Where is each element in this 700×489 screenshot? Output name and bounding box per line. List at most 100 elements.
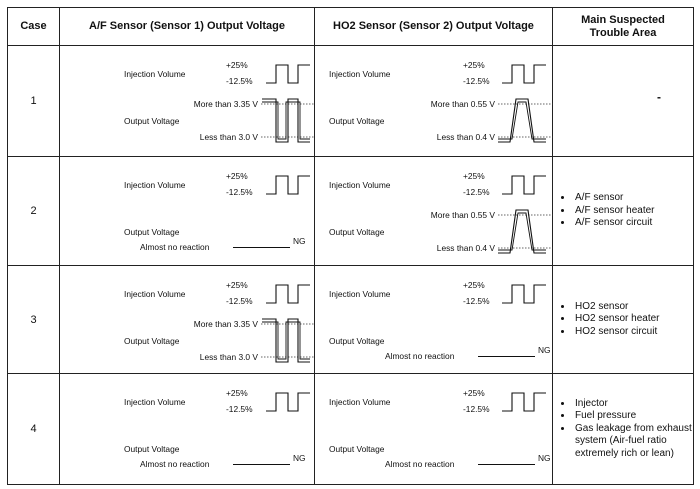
output-voltage-label: Output Voltage (329, 444, 385, 454)
almost-no-reaction-label: Almost no reaction (385, 459, 455, 469)
injection-volume-waveform (266, 64, 310, 84)
ho2-cell: Injection Volume +25% -12.5% Output Voltage… (314, 265, 553, 374)
output-voltage-label: Output Voltage (124, 227, 180, 237)
injection-volume-label: Injection Volume (124, 289, 186, 299)
header-row: Case A/F Sensor (Sensor 1) Output Voltag… (7, 7, 694, 46)
af-cell: Injection Volume+25%-12.5%Output Voltage… (59, 45, 315, 157)
injection-volume-waveform (502, 284, 546, 304)
output-voltage-waveform (262, 101, 310, 140)
case-number: 2 (7, 156, 60, 266)
injection-volume-label: Injection Volume (329, 180, 391, 190)
case-number: 1 (7, 45, 60, 157)
output-voltage-label: Output Voltage (124, 444, 180, 454)
af-cell: Injection Volume+25%-12.5%Output Voltage… (59, 156, 315, 266)
injection-plus-label: +25% (463, 280, 485, 290)
waveform-diagram: Injection Volume+25%-12.5%Output Voltage… (329, 60, 553, 143)
injection-volume-label: Injection Volume (124, 397, 186, 407)
injection-plus-label: +25% (226, 60, 248, 70)
table-row: 2 Injection Volume +25% -12.5% Output Volta… (7, 156, 694, 266)
trouble-area-cell: Injector Fuel pressure Gas leakage from … (552, 373, 694, 485)
trouble-area-cell: A/F sensor A/F sensor heater A/F sensor … (552, 156, 694, 266)
almost-no-reaction-label: Almost no reaction (385, 351, 455, 361)
almost-no-reaction-label: Almost no reaction (140, 459, 210, 469)
ho2-cell: Injection Volume+25%-12.5%Output Voltage… (314, 373, 553, 485)
trouble-area-item: HO2 sensor circuit (573, 326, 693, 339)
ho2-cell: Injection Volume+25%-12.5%Output Voltage… (314, 45, 553, 157)
header-trouble-area: Main Suspected Trouble Area (552, 7, 694, 46)
injection-minus-label: -12.5% (226, 296, 253, 306)
waveform-diagram: Injection Volume+25%-12.5%Output Voltage… (124, 388, 310, 469)
injection-volume-label: Injection Volume (124, 69, 186, 79)
output-voltage-label: Output Voltage (329, 336, 385, 346)
threshold-low-label: Less than 3.0 V (200, 352, 259, 362)
injection-volume-waveform (266, 175, 310, 195)
output-voltage-label: Output Voltage (124, 336, 180, 346)
table-row: 3 Injection Volume +25% -12.5% Output Volta… (7, 265, 694, 374)
waveform-diagram: Injection Volume +25% -12.5% Output Voltage… (329, 280, 551, 361)
trouble-area-list: A/F sensor A/F sensor heater A/F sensor … (553, 192, 693, 230)
af-cell: Injection Volume+25%-12.5%Output Voltage… (59, 373, 315, 485)
waveform-diagram: Injection Volume+25%-12.5%Output Voltage… (124, 280, 315, 363)
injection-volume-waveform (266, 284, 310, 304)
threshold-high-label: More than 0.55 V (431, 210, 496, 220)
table-row: 1 Injection Volume +25% -12.5% Output Volta… (7, 45, 694, 157)
trouble-area-cell: - (552, 45, 694, 157)
trouble-area-cell: HO2 sensor HO2 sensor heater HO2 sensor … (552, 265, 694, 374)
injection-minus-label: -12.5% (463, 76, 490, 86)
threshold-high-label: More than 3.35 V (194, 99, 259, 109)
almost-no-reaction-label: Almost no reaction (140, 242, 210, 252)
threshold-high-label: More than 3.35 V (194, 319, 259, 329)
injection-volume-label: Injection Volume (329, 289, 391, 299)
threshold-low-label: Less than 0.4 V (437, 243, 496, 253)
output-voltage-waveform (262, 318, 310, 363)
output-voltage-waveform (262, 321, 310, 360)
output-voltage-waveform (498, 212, 546, 251)
injection-volume-label: Injection Volume (329, 397, 391, 407)
trouble-area-item: HO2 sensor (573, 301, 693, 314)
trouble-area-item: A/F sensor heater (573, 205, 693, 218)
output-voltage-waveform (498, 101, 546, 140)
ng-judgement: NG (538, 453, 551, 463)
case-number: 3 (7, 265, 60, 374)
output-voltage-label: Output Voltage (329, 227, 385, 237)
ng-judgement: NG (293, 453, 306, 463)
no-area-mark: - (657, 90, 661, 104)
trouble-area-item: Fuel pressure (573, 410, 693, 423)
injection-plus-label: +25% (463, 171, 485, 181)
waveform-diagram: Injection Volume+25%-12.5%Output Voltage… (124, 171, 310, 252)
case-number: 4 (7, 373, 60, 485)
injection-minus-label: -12.5% (226, 76, 253, 86)
header-case: Case (7, 7, 60, 46)
injection-volume-waveform (502, 175, 546, 195)
output-voltage-label: Output Voltage (329, 116, 385, 126)
threshold-low-label: Less than 0.4 V (437, 132, 496, 142)
trouble-area-item: A/F sensor circuit (573, 217, 693, 230)
injection-minus-label: -12.5% (463, 187, 490, 197)
trouble-area-list: Injector Fuel pressure Gas leakage from … (553, 398, 693, 461)
injection-minus-label: -12.5% (463, 404, 490, 414)
ho2-cell: Injection Volume +25% -12.5% Output Voltage… (314, 156, 553, 266)
ng-judgement: NG (538, 345, 551, 355)
header-ho2-sensor: HO2 Sensor (Sensor 2) Output Voltage (314, 7, 553, 46)
injection-volume-waveform (266, 392, 310, 412)
waveform-diagram: Injection Volume +25% -12.5% Output Voltage… (329, 171, 553, 254)
header-af-sensor: A/F Sensor (Sensor 1) Output Voltage (59, 7, 315, 46)
ng-judgement: NG (293, 236, 306, 246)
injection-minus-label: -12.5% (226, 404, 253, 414)
trouble-area-item: HO2 sensor heater (573, 313, 693, 326)
injection-minus-label: -12.5% (463, 296, 490, 306)
sensor-diagnosis-table: Case A/F Sensor (Sensor 1) Output Voltag… (7, 7, 694, 485)
trouble-area-list: HO2 sensor HO2 sensor heater HO2 sensor … (553, 301, 693, 339)
injection-plus-label: +25% (463, 60, 485, 70)
injection-minus-label: -12.5% (226, 187, 253, 197)
trouble-area-item: Gas leakage from exhaust system (Air-fue… (573, 423, 693, 461)
threshold-low-label: Less than 3.0 V (200, 132, 259, 142)
injection-volume-waveform (502, 392, 546, 412)
trouble-area-item: A/F sensor (573, 192, 693, 205)
injection-volume-waveform (502, 64, 546, 84)
output-voltage-waveform (498, 209, 546, 254)
threshold-high-label: More than 0.55 V (431, 99, 496, 109)
injection-plus-label: +25% (226, 171, 248, 181)
waveform-diagram: Injection Volume+25%-12.5%Output Voltage… (124, 60, 315, 143)
